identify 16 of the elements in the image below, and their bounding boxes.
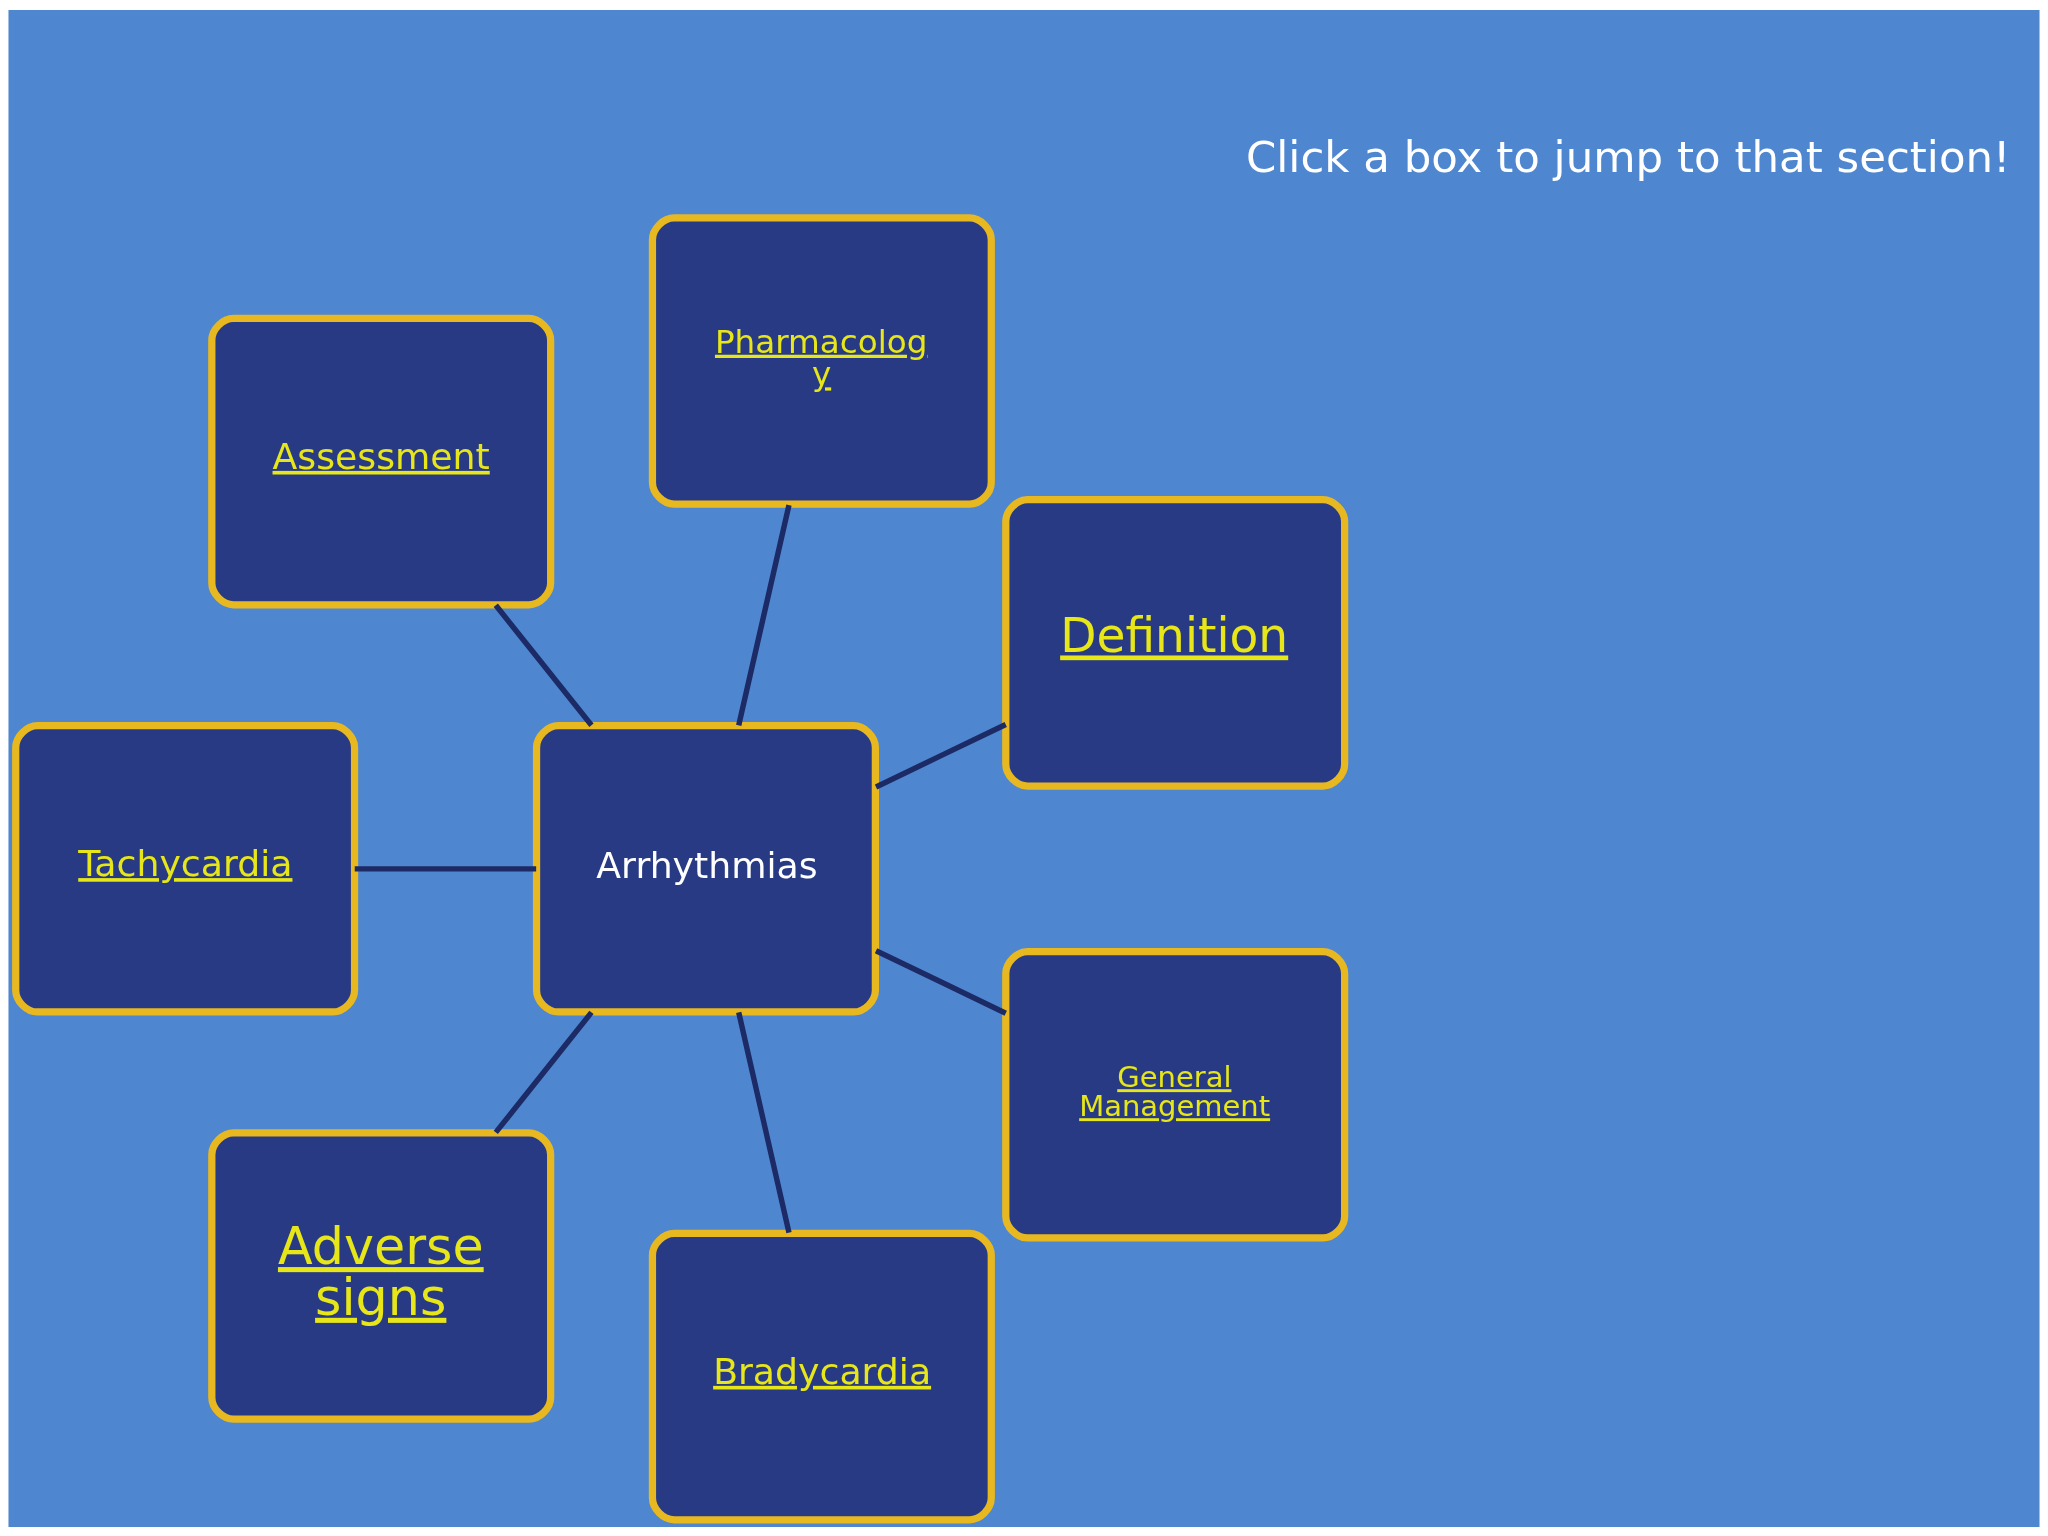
node-box: Tachycardia — [12, 721, 359, 1016]
connector — [493, 1010, 594, 1134]
node-box: General Management — [1002, 947, 1349, 1242]
node-box: Adverse signs — [208, 1128, 555, 1423]
node-box: Assessment — [208, 314, 555, 608]
node-box: Pharmacolog y — [648, 213, 995, 508]
connector — [736, 503, 792, 726]
connector — [493, 603, 594, 727]
connector — [354, 865, 537, 872]
label: Click a box to jump to that section! — [1245, 131, 2011, 182]
node-box: Definition — [1002, 495, 1349, 790]
connector — [874, 721, 1007, 789]
node-box: Bradycardia — [648, 1229, 995, 1523]
connector — [736, 1011, 792, 1233]
node-box: Arrhythmias — [532, 721, 879, 1016]
connector — [874, 947, 1007, 1016]
